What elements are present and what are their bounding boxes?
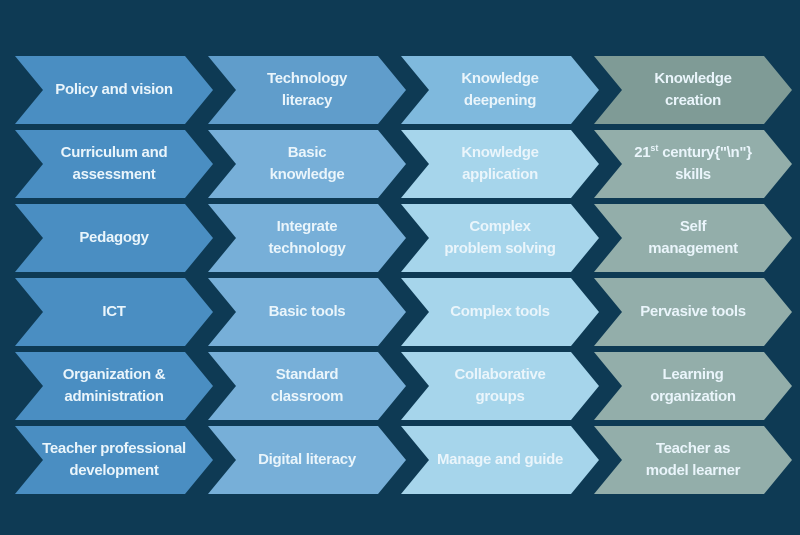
arrow-integrate-technology: Integrate technology bbox=[208, 204, 406, 272]
ordinal-superscript: st bbox=[650, 142, 659, 153]
arrow-manage-and-guide: Manage and guide bbox=[401, 426, 599, 494]
arrow-digital-literacy: Digital literacy bbox=[208, 426, 406, 494]
arrow-pervasive-tools: Pervasive tools bbox=[594, 278, 792, 346]
arrow-self-management: Self management bbox=[594, 204, 792, 272]
arrow-teacher-as-model-learner: Teacher as model learner bbox=[594, 426, 792, 494]
arrow-basic-knowledge: Basic knowledge bbox=[208, 130, 406, 198]
arrow-basic-tools: Basic tools bbox=[208, 278, 406, 346]
arrow-learning-organization: Learning organization bbox=[594, 352, 792, 420]
arrow-knowledge-deepening: Knowledge deepening bbox=[401, 56, 599, 124]
arrow-organization-administration: Organization & administration bbox=[15, 352, 213, 420]
arrow-complex-problem-solving: Complex problem solving bbox=[401, 204, 599, 272]
arrow-knowledge-creation: Knowledge creation bbox=[594, 56, 792, 124]
arrow-21st-century-skills: 21st century{"\n"}skills bbox=[594, 130, 792, 198]
arrow-collaborative-groups: Collaborative groups bbox=[401, 352, 599, 420]
arrow-policy-and-vision: Policy and vision bbox=[15, 56, 213, 124]
arrow-standard-classroom: Standard classroom bbox=[208, 352, 406, 420]
arrow-knowledge-application: Knowledge application bbox=[401, 130, 599, 198]
arrow-teacher-professional-development: Teacher professional development bbox=[15, 426, 213, 494]
arrow-pedagogy: Pedagogy bbox=[15, 204, 213, 272]
arrow-curriculum-and-assessment: Curriculum and assessment bbox=[15, 130, 213, 198]
century-skills-label: 21st century{"\n"}skills bbox=[634, 142, 752, 183]
arrow-complex-tools: Complex tools bbox=[401, 278, 599, 346]
arrow-ict: ICT bbox=[15, 278, 213, 346]
arrow-technology-literacy: Technology literacy bbox=[208, 56, 406, 124]
